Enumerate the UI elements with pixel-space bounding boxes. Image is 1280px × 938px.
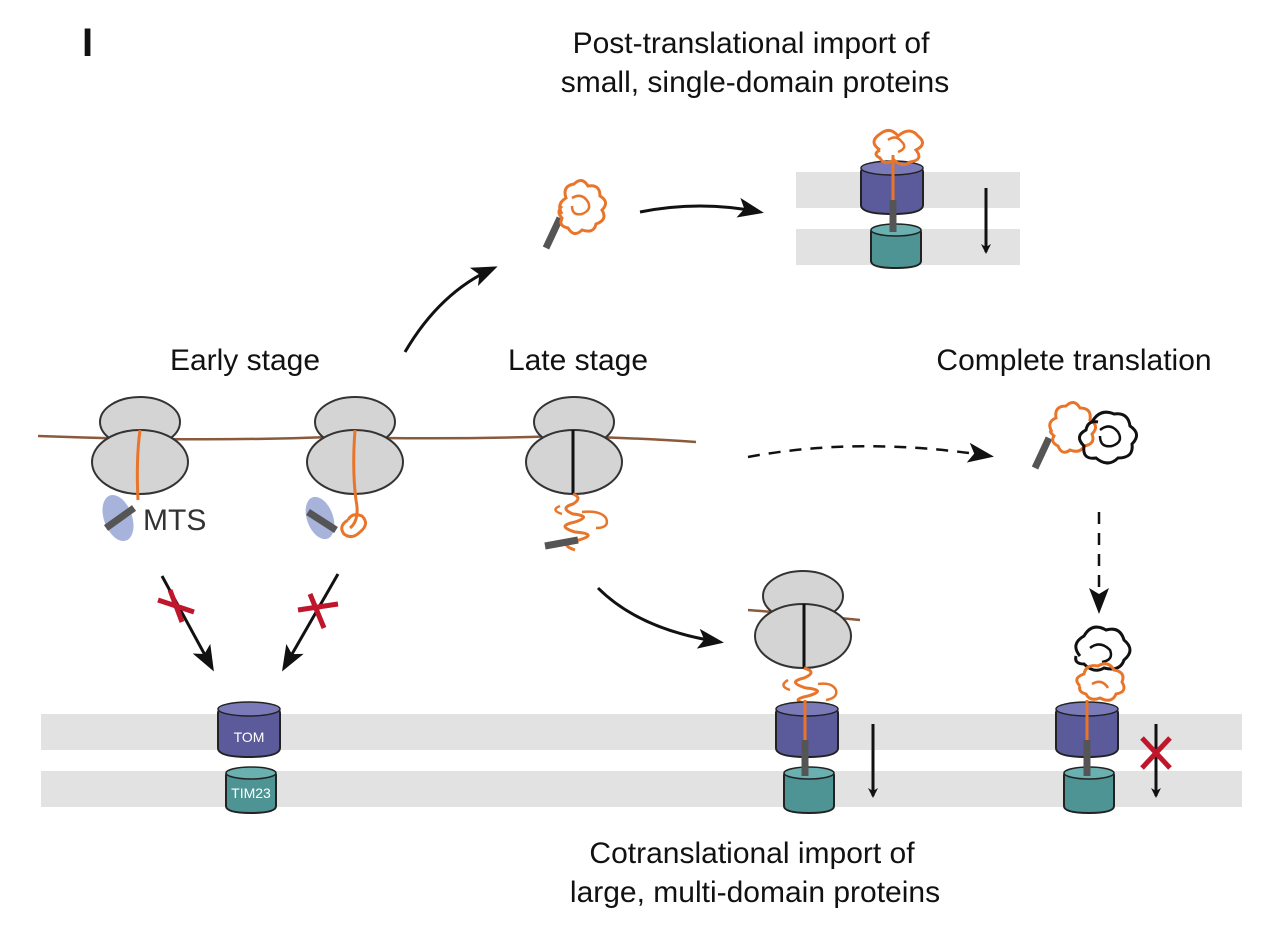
mts-label: MTS (143, 504, 206, 537)
dashed-arrow-to-complete (747, 442, 994, 463)
blocked-complete-protein-complex (1055, 625, 1132, 815)
tim23-label: TIM23 (231, 785, 271, 801)
arrow-early-to-post (403, 266, 498, 353)
ribosome-early-1 (91, 396, 189, 542)
arrow-late-to-cotranslational (596, 586, 724, 649)
early-stage-label: Early stage (170, 344, 320, 377)
tom-complex (217, 701, 281, 759)
ribosome-early-2 (305, 396, 404, 540)
top-tom-tim-complex (860, 129, 924, 270)
ribosome-late (525, 396, 623, 552)
cotranslational-title-line1: Cotranslational import of (589, 837, 915, 870)
post-translational-title-line1: Post-translational import of (573, 27, 930, 60)
late-stage-label: Late stage (508, 344, 648, 377)
complete-translation-label: Complete translation (936, 344, 1211, 377)
post-translational-title-line2: small, single-domain proteins (561, 66, 950, 99)
block-cross-right (297, 593, 339, 629)
cotranslational-complex (747, 570, 861, 815)
panel-letter: I (82, 21, 93, 65)
small-protein-post-translational (542, 179, 607, 250)
arrow-to-top-import (639, 197, 764, 218)
cotranslational-title-line2: large, multi-domain proteins (570, 876, 940, 909)
blocked-arrow-right (282, 573, 340, 672)
tom-label: TOM (234, 729, 265, 745)
block-cross-import (1140, 736, 1172, 770)
complete-protein (1031, 401, 1138, 470)
tim23-complex (225, 766, 277, 815)
block-cross-left (157, 589, 195, 623)
blocked-arrow-left (160, 575, 214, 672)
